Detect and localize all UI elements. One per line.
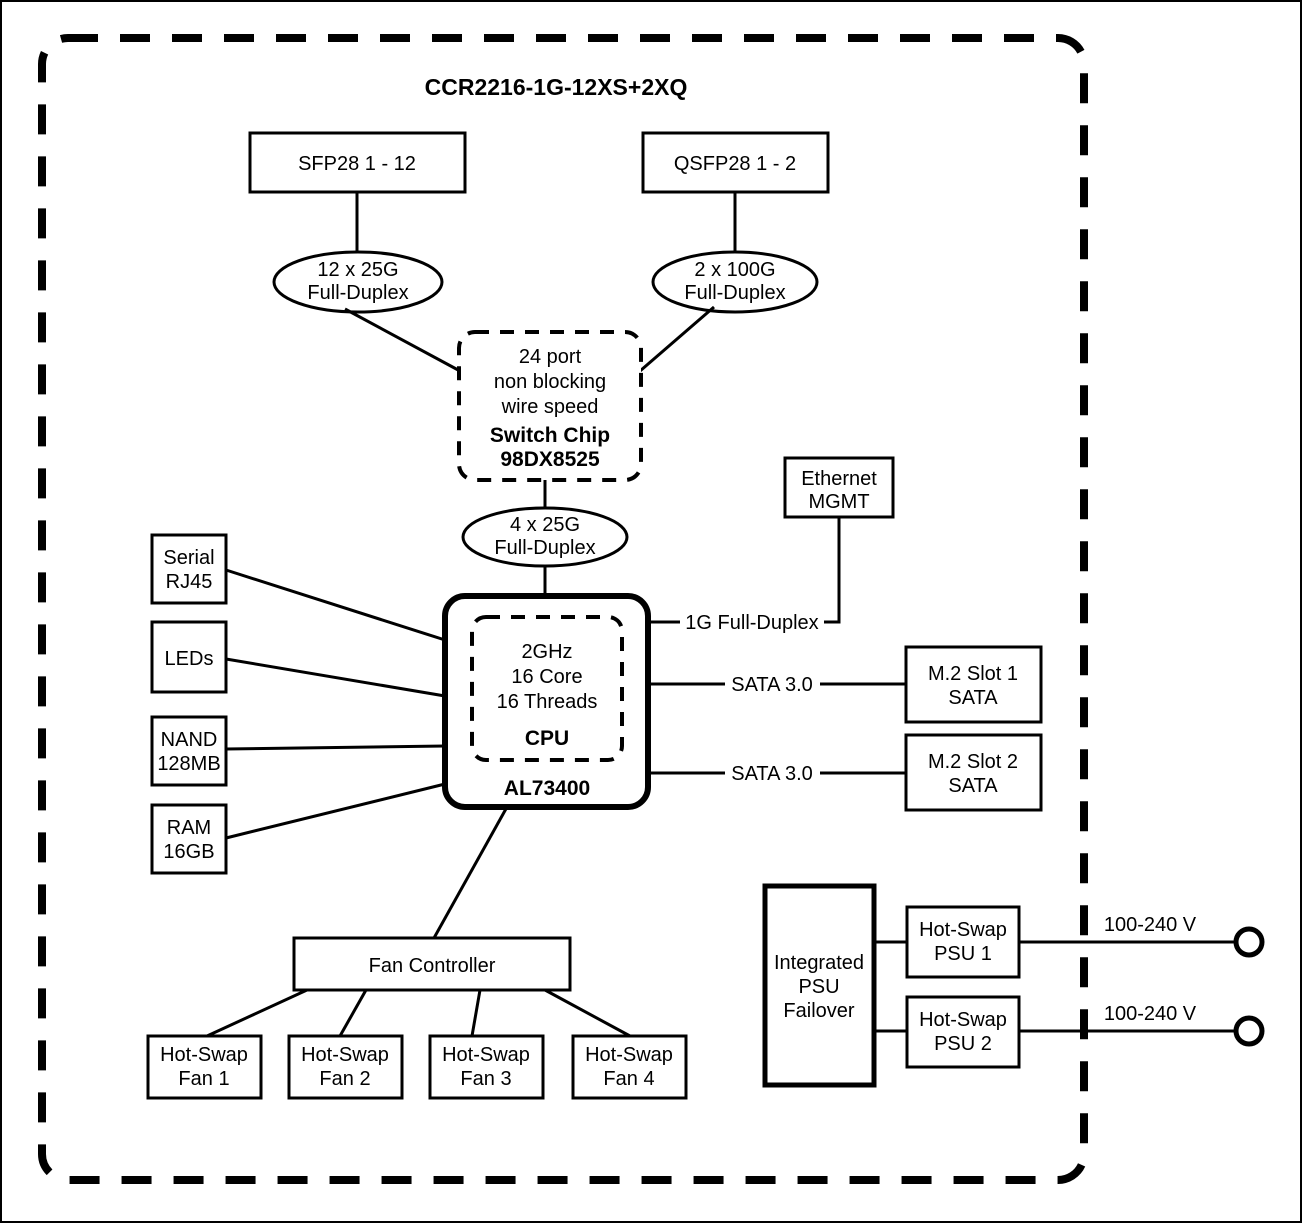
sata-link-2-label: SATA 3.0: [731, 763, 813, 785]
qsfp28-speed-oval: 2 x 100G Full-Duplex: [651, 250, 819, 314]
cpu-line2: 16 Core: [511, 666, 582, 688]
hot-swap-fan-4-block[interactable]: Hot-Swap Fan 4: [571, 1034, 688, 1100]
m2-slot1-line1: M.2 Slot 1: [928, 663, 1018, 685]
serial-rj45-block[interactable]: Serial RJ45: [150, 533, 228, 605]
psu-failover-line2: PSU: [798, 976, 839, 998]
fan-3-line2: Fan 3: [460, 1068, 511, 1090]
nand-block[interactable]: NAND 128MB: [150, 715, 228, 787]
sfp28-speed-oval: 12 x 25G Full-Duplex: [272, 250, 444, 314]
mgmt-link-label: 1G Full-Duplex: [685, 612, 818, 634]
fan-controller-block[interactable]: Fan Controller: [292, 936, 572, 992]
cpu-link-oval: 4 x 25G Full-Duplex: [461, 506, 629, 568]
link-nand-to-cpu: [225, 744, 446, 751]
link-serial-to-cpu: [225, 568, 446, 642]
switch-chip-block[interactable]: 24 port non blocking wire speed Switch C…: [457, 330, 643, 482]
fan-4-line1: Hot-Swap: [585, 1044, 673, 1066]
chassis-boundary: [38, 34, 1088, 1184]
integrated-psu-failover-block[interactable]: Integrated PSU Failover: [762, 883, 877, 1088]
ram-line2: 16GB: [163, 841, 214, 863]
sfp28-speed-line1: 12 x 25G: [317, 259, 398, 281]
m2-slot-2-block[interactable]: M.2 Slot 2 SATA: [904, 733, 1043, 812]
fan-2-line1: Hot-Swap: [301, 1044, 389, 1066]
fan-1-line2: Fan 1: [178, 1068, 229, 1090]
cpu-block[interactable]: 2GHz 16 Core 16 Threads CPU AL73400: [442, 593, 651, 810]
serial-line2: RJ45: [166, 571, 213, 593]
page-title: CCR2216-1G-12XS+2XQ: [425, 74, 688, 100]
ram-line1: RAM: [167, 817, 211, 839]
leds-block[interactable]: LEDs: [150, 620, 228, 694]
psu-failover-line3: Failover: [783, 1000, 854, 1022]
hot-swap-fan-1-block[interactable]: Hot-Swap Fan 1: [146, 1034, 263, 1100]
power-input-2-label: 100-240 V: [1104, 1003, 1197, 1025]
fan-controller-label: Fan Controller: [369, 955, 496, 977]
power-input-1-label: 100-240 V: [1104, 914, 1197, 936]
ethernet-mgmt-block[interactable]: Ethernet MGMT: [783, 456, 895, 519]
m2-slot-1-block[interactable]: M.2 Slot 1 SATA: [904, 645, 1043, 724]
switch-chip-line2: non blocking: [494, 371, 606, 393]
cpu-line1: 2GHz: [521, 641, 572, 663]
fan-2-line2: Fan 2: [319, 1068, 370, 1090]
m2-slot1-line2: SATA: [948, 687, 998, 709]
m2-slot2-line2: SATA: [948, 775, 998, 797]
cpu-link-line2: Full-Duplex: [494, 537, 595, 559]
link-sfp-oval-to-switch: [344, 307, 461, 373]
sfp28-speed-line2: Full-Duplex: [307, 282, 408, 304]
link-ram-to-cpu: [225, 782, 446, 840]
switch-chip-name: Switch Chip: [490, 424, 610, 447]
psu-2-line1: Hot-Swap: [919, 1009, 1007, 1031]
power-connector-2-icon: [1233, 1015, 1265, 1047]
cpu-name: CPU: [525, 727, 569, 750]
cpu-link-line1: 4 x 25G: [510, 514, 580, 536]
qsfp28-speed-line1: 2 x 100G: [694, 259, 775, 281]
link-controller-to-fan-3: [470, 989, 482, 1037]
hot-swap-psu-1-block[interactable]: Hot-Swap PSU 1: [905, 905, 1021, 979]
link-leds-to-cpu: [225, 657, 446, 698]
sfp28-label: SFP28 1 - 12: [298, 153, 416, 175]
fan-1-line1: Hot-Swap: [160, 1044, 248, 1066]
m2-slot2-line1: M.2 Slot 2: [928, 751, 1018, 773]
qsfp28-port-block[interactable]: QSFP28 1 - 2: [641, 131, 830, 194]
power-connector-1-icon: [1233, 926, 1265, 958]
switch-chip-line1: 24 port: [519, 346, 582, 368]
ethernet-mgmt-line1: Ethernet: [801, 468, 877, 490]
cpu-model: AL73400: [504, 777, 590, 800]
link-controller-to-fan-1: [206, 988, 308, 1038]
switch-chip-model: 98DX8525: [500, 448, 600, 471]
sfp28-port-block[interactable]: SFP28 1 - 12: [248, 131, 467, 194]
link-controller-to-fan-2: [338, 989, 368, 1037]
nand-line2: 128MB: [157, 753, 220, 775]
link-cpu-to-mgmt-right: [824, 517, 841, 624]
hot-swap-fan-2-block[interactable]: Hot-Swap Fan 2: [287, 1034, 404, 1100]
psu-1-line2: PSU 1: [934, 943, 992, 965]
link-qsfp-oval-to-switch: [639, 305, 715, 373]
fan-4-line2: Fan 4: [603, 1068, 654, 1090]
ram-block[interactable]: RAM 16GB: [150, 803, 228, 875]
nand-line1: NAND: [161, 729, 218, 751]
fan-3-line1: Hot-Swap: [442, 1044, 530, 1066]
leds-label: LEDs: [165, 648, 214, 670]
psu-2-line2: PSU 2: [934, 1033, 992, 1055]
ethernet-mgmt-line2: MGMT: [808, 491, 869, 513]
sata-link-1-label: SATA 3.0: [731, 674, 813, 696]
qsfp28-speed-line2: Full-Duplex: [684, 282, 785, 304]
hot-swap-fan-3-block[interactable]: Hot-Swap Fan 3: [428, 1034, 545, 1100]
qsfp28-label: QSFP28 1 - 2: [674, 153, 796, 175]
psu-1-line1: Hot-Swap: [919, 919, 1007, 941]
serial-line1: Serial: [163, 547, 214, 569]
psu-failover-line1: Integrated: [774, 952, 864, 974]
cpu-line3: 16 Threads: [497, 691, 598, 713]
switch-chip-line3: wire speed: [501, 396, 599, 418]
link-controller-to-fan-4: [544, 988, 631, 1038]
hot-swap-psu-2-block[interactable]: Hot-Swap PSU 2: [905, 995, 1021, 1069]
link-cpu-to-fan-controller: [432, 806, 509, 939]
